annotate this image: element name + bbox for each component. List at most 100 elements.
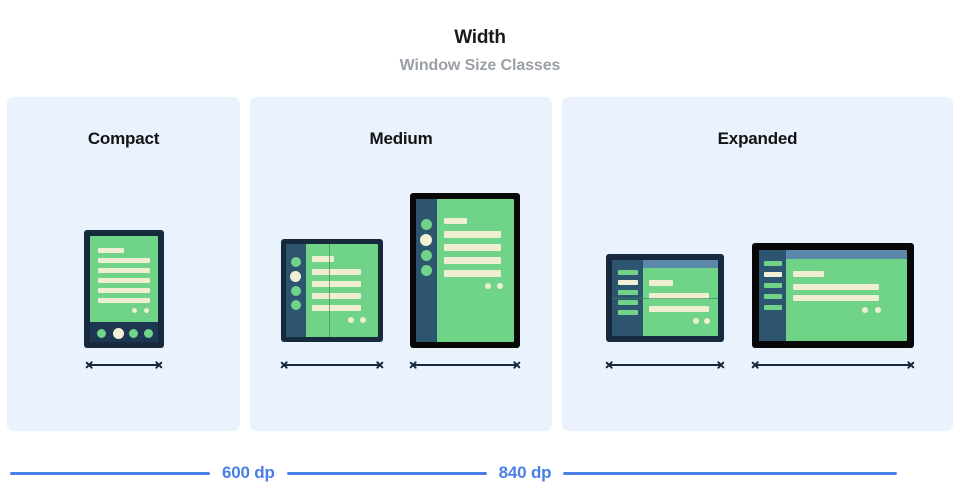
content-line-title bbox=[793, 271, 824, 277]
content-line-title bbox=[649, 280, 673, 286]
app-bar bbox=[643, 260, 718, 268]
nav-dot-4[interactable] bbox=[144, 329, 153, 338]
rail-dot-3[interactable] bbox=[291, 286, 301, 296]
content-dot bbox=[348, 317, 354, 323]
breakpoint-scale-row: 600 dp 840 dp bbox=[0, 458, 960, 488]
content-line bbox=[98, 268, 150, 273]
content-line bbox=[649, 306, 709, 312]
content-line bbox=[312, 293, 361, 299]
page-subtitle: Window Size Classes bbox=[399, 57, 561, 74]
tablet-screen bbox=[416, 199, 514, 342]
panel-title-expanded: Expanded bbox=[717, 129, 798, 148]
width-arrow-compact bbox=[86, 355, 162, 375]
arrow-head-right-icon bbox=[510, 359, 520, 371]
panel-title-compact: Compact bbox=[87, 129, 160, 148]
content-line bbox=[444, 257, 501, 264]
arrow-shaft bbox=[285, 364, 379, 366]
drawer-item-4[interactable] bbox=[764, 294, 782, 299]
breakpoint-label-600dp: 600 dp bbox=[222, 463, 275, 482]
tablet-screen bbox=[759, 250, 907, 341]
phone-navigation-bar bbox=[90, 322, 158, 342]
rail-dot-3[interactable] bbox=[421, 250, 432, 261]
drawer-item-1[interactable] bbox=[764, 261, 782, 266]
navigation-drawer bbox=[759, 250, 786, 341]
foldable-screen bbox=[612, 260, 718, 336]
breakpoint-label-840dp: 840 dp bbox=[498, 463, 552, 482]
width-arrow-tablet-landscape bbox=[752, 355, 914, 375]
content-line bbox=[649, 293, 709, 299]
content-line bbox=[793, 284, 879, 290]
content-line bbox=[444, 244, 501, 251]
drawer-item-3[interactable] bbox=[618, 290, 638, 295]
phone-screen bbox=[90, 236, 158, 342]
width-arrow-foldable-landscape bbox=[606, 355, 724, 375]
content-line bbox=[312, 281, 361, 287]
rail-dot-1[interactable] bbox=[421, 219, 432, 230]
scale-line-segment-1 bbox=[10, 471, 210, 475]
nav-dot-2[interactable] bbox=[113, 328, 124, 339]
content-line bbox=[98, 278, 150, 283]
content-dot bbox=[485, 283, 491, 289]
nav-dot-3[interactable] bbox=[129, 329, 138, 338]
arrow-shaft bbox=[414, 364, 516, 366]
arrow-shaft bbox=[756, 364, 910, 366]
nav-dot-1[interactable] bbox=[97, 329, 106, 338]
fold-line bbox=[329, 244, 330, 337]
width-arrow-foldable-portrait bbox=[281, 355, 383, 375]
content-line-title bbox=[312, 256, 334, 262]
arrow-head-right-icon bbox=[714, 359, 724, 371]
rail-dot-1[interactable] bbox=[291, 257, 301, 267]
drawer-item-5[interactable] bbox=[764, 305, 782, 310]
panel-compact[interactable]: Compact bbox=[7, 97, 240, 431]
device-foldable-portrait bbox=[281, 239, 383, 342]
content-line bbox=[312, 305, 361, 311]
content-line-title bbox=[444, 218, 467, 224]
device-tablet-portrait bbox=[410, 193, 520, 348]
breakpoint-scale: 600 dp 840 dp bbox=[0, 431, 960, 494]
drawer-item-3[interactable] bbox=[764, 283, 782, 288]
rail-dot-4[interactable] bbox=[421, 265, 432, 276]
fold-line bbox=[612, 298, 718, 299]
rail-dot-2[interactable] bbox=[290, 271, 301, 282]
width-arrow-tablet-portrait bbox=[410, 355, 520, 375]
drawer-item-2[interactable] bbox=[618, 280, 638, 285]
drawer-item-2[interactable] bbox=[764, 272, 782, 277]
content-line bbox=[312, 269, 361, 275]
panels-container: Compact bbox=[0, 97, 960, 431]
foldable-screen bbox=[286, 244, 378, 337]
content-line bbox=[98, 298, 150, 303]
panel-medium[interactable]: Medium bbox=[250, 97, 552, 431]
content-line bbox=[444, 231, 501, 238]
content-line-title bbox=[98, 248, 124, 253]
content-line bbox=[98, 288, 150, 293]
rail-dot-4[interactable] bbox=[291, 300, 301, 310]
rail-dot-2[interactable] bbox=[420, 234, 432, 246]
content-line bbox=[98, 258, 150, 263]
scale-line-segment-2 bbox=[286, 471, 487, 475]
scale-line-segment-3 bbox=[563, 471, 898, 475]
panel-expanded[interactable]: Expanded bbox=[562, 97, 953, 431]
drawer-item-4[interactable] bbox=[618, 300, 638, 305]
content-dot bbox=[144, 308, 149, 313]
arrow-head-right-icon bbox=[373, 359, 383, 371]
drawer-item-1[interactable] bbox=[618, 270, 638, 275]
content-dot bbox=[862, 307, 868, 313]
content-dot bbox=[132, 308, 137, 313]
content-dot bbox=[360, 317, 366, 323]
content-dot bbox=[875, 307, 881, 313]
content-dot bbox=[704, 318, 710, 324]
content-line bbox=[793, 295, 879, 301]
arrow-shaft bbox=[610, 364, 720, 366]
navigation-rail bbox=[286, 244, 306, 337]
arrow-head-right-icon bbox=[904, 359, 914, 371]
device-phone-portrait bbox=[84, 230, 164, 348]
arrow-head-right-icon bbox=[152, 359, 162, 371]
content-dot bbox=[497, 283, 503, 289]
content-dot bbox=[693, 318, 699, 324]
app-bar bbox=[786, 250, 907, 259]
device-tablet-landscape bbox=[752, 243, 914, 348]
page-title: Width bbox=[454, 27, 506, 48]
drawer-item-5[interactable] bbox=[618, 310, 638, 315]
header: Width Window Size Classes bbox=[0, 0, 960, 76]
